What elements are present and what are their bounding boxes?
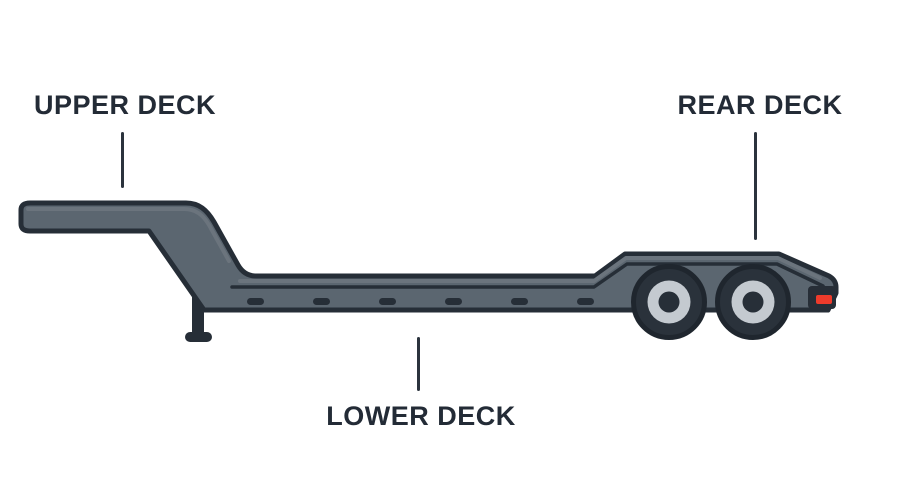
rear-hub xyxy=(742,291,764,313)
tie-down-slots xyxy=(247,298,594,305)
label-upper-deck: UPPER DECK xyxy=(33,90,217,120)
leader-line-upper-deck xyxy=(121,132,124,188)
landing-gear-foot-icon xyxy=(185,332,212,342)
rear-wheel-icon xyxy=(715,264,791,340)
label-rear-deck: REAR DECK xyxy=(677,90,843,120)
label-lower-deck: LOWER DECK xyxy=(326,401,516,431)
tie-down-slot-icon xyxy=(445,298,462,305)
trailer-body-icon xyxy=(18,200,839,313)
tie-down-slot-icon xyxy=(511,298,528,305)
tie-down-slot-icon xyxy=(247,298,264,305)
tie-down-slot-icon xyxy=(577,298,594,305)
tie-down-slot-icon xyxy=(313,298,330,305)
tie-down-slot-icon xyxy=(379,298,396,305)
leader-line-lower-deck xyxy=(417,337,420,391)
front-wheel-icon xyxy=(631,264,707,340)
deck-seam-line xyxy=(230,262,825,289)
gooseneck-highlight-line xyxy=(26,207,231,263)
front-hub xyxy=(658,291,680,313)
deck-highlight-line xyxy=(238,256,822,283)
tail-light-icon xyxy=(816,295,832,304)
leader-line-rear-deck xyxy=(754,132,757,240)
